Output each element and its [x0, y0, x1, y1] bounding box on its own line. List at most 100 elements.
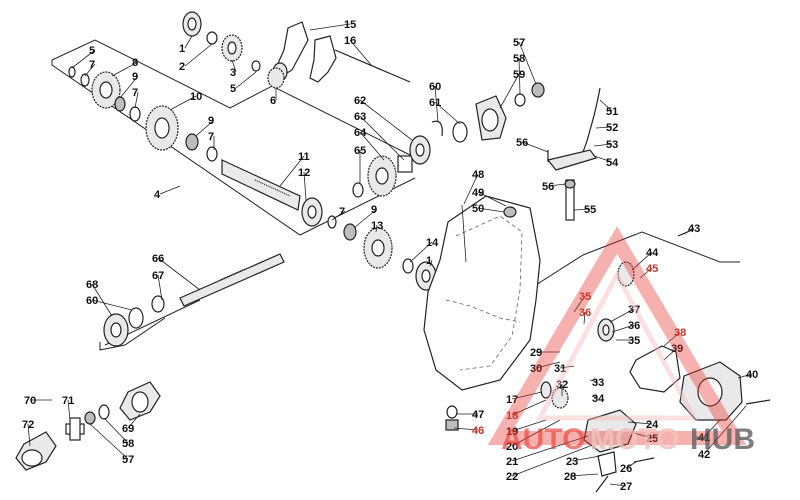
- leader-c9b: [195, 119, 215, 137]
- leader-c30: [535, 361, 561, 369]
- callout-c33: 33: [592, 377, 604, 389]
- callout-c66: 66: [152, 253, 164, 265]
- leader-c9a: [119, 75, 139, 99]
- leader-c66: [157, 257, 201, 291]
- callout-c8: 8: [132, 57, 138, 69]
- output-group-frame: [99, 317, 166, 351]
- cover-40: [679, 361, 743, 421]
- callout-c15: 15: [344, 19, 356, 31]
- leader-h18: [511, 399, 547, 416]
- washer-7-c: [206, 146, 218, 162]
- callout-c9b: 9: [208, 115, 214, 127]
- leader-h35a: [573, 295, 586, 313]
- callout-c65: 65: [354, 145, 366, 157]
- watermark-text-hub: HUB: [690, 423, 755, 456]
- callout-c51: 51: [606, 106, 618, 118]
- bolt-26: [633, 457, 655, 463]
- gear-group-frame-lower: [51, 60, 416, 236]
- callout-c29: 29: [530, 347, 542, 359]
- spacer-63: [397, 155, 413, 173]
- leader-c56a: [521, 141, 549, 153]
- callout-c58b: 58: [122, 438, 134, 450]
- callout-c20: 20: [506, 441, 518, 453]
- yoke-69: [119, 381, 161, 421]
- output-shaft-66: [179, 253, 285, 307]
- callout-c39: 39: [671, 343, 683, 355]
- leader-c1a: [184, 35, 193, 49]
- leader-c15: [309, 23, 351, 31]
- gear-10: [145, 105, 179, 151]
- leader-c67: [157, 274, 163, 301]
- pinion-gear-44: [617, 261, 635, 287]
- callout-c60b: 60: [86, 295, 98, 307]
- shift-rod-16: [334, 49, 411, 83]
- leader-c59: [499, 73, 520, 109]
- leader-c4: [159, 185, 181, 195]
- leader-c3: [231, 59, 237, 73]
- countershaft-11: [221, 159, 301, 211]
- leader-c57a: [518, 41, 537, 85]
- leader-c61: [434, 101, 461, 125]
- gear-8: [91, 71, 121, 109]
- callout-c31: 31: [554, 363, 566, 375]
- callout-c23: 23: [566, 456, 578, 468]
- leader-c7a: [84, 63, 96, 77]
- leader-h46: [453, 427, 479, 431]
- callout-c9a: 9: [132, 71, 138, 83]
- callout-c57a: 57: [513, 37, 525, 49]
- leader-c20: [511, 419, 561, 447]
- u-joint-cross-71: [65, 417, 85, 441]
- washer-58: [514, 93, 526, 107]
- callout-c54: 54: [606, 157, 619, 169]
- callout-c17: 17: [506, 394, 518, 406]
- vent-hose-48: [461, 204, 467, 263]
- leader-c8: [111, 61, 139, 77]
- leader-c31: [559, 365, 575, 369]
- callout-c6: 6: [270, 95, 276, 107]
- callout-c1b: 1: [426, 255, 432, 267]
- leader-c7b: [134, 91, 139, 109]
- gear-32: [551, 387, 569, 409]
- sensor-23: [595, 451, 617, 493]
- callout-c52: 52: [606, 122, 618, 134]
- leader-c25: [629, 431, 653, 439]
- callout-c36b: 36: [628, 320, 640, 332]
- seal-60-b: [128, 307, 144, 329]
- callout-c42: 42: [698, 449, 710, 461]
- callout-c24: 24: [646, 419, 659, 431]
- drain-plug-47: [445, 405, 459, 431]
- gear-6: [267, 67, 285, 89]
- leader-c7d: [331, 210, 346, 221]
- callout-c55: 55: [584, 204, 596, 216]
- bearing-1-top: [182, 11, 202, 37]
- leader-c72: [27, 423, 31, 447]
- callout-c12: 12: [298, 167, 310, 179]
- bolt-42: [745, 399, 771, 405]
- gasket-39: [629, 345, 681, 393]
- callout-c47: 47: [472, 409, 484, 421]
- callout-c21: 21: [506, 456, 518, 468]
- bearing-68: [103, 313, 129, 347]
- callout-c70: 70: [24, 395, 36, 407]
- leader-c36b: [611, 324, 635, 333]
- washer-2: [206, 31, 218, 45]
- leader-c62: [359, 99, 413, 141]
- leader-c24: [627, 421, 653, 425]
- watermark-text-auto: AUTO: [501, 423, 585, 456]
- leader-c42: [703, 405, 747, 455]
- leader-c12: [303, 171, 307, 201]
- callout-c35b: 35: [628, 335, 640, 347]
- callout-c10: 10: [190, 91, 202, 103]
- leader-c34: [591, 395, 599, 399]
- leader-c71: [67, 399, 71, 421]
- leader-h45: [639, 267, 653, 279]
- callout-c60a: 60: [429, 81, 441, 93]
- callout-c57b: 57: [122, 454, 134, 466]
- leader-c44: [631, 251, 653, 271]
- leader-c11: [279, 155, 305, 187]
- callout-c71: 71: [62, 395, 74, 407]
- leader-c48: [463, 173, 479, 205]
- leader-c57b: [89, 423, 129, 460]
- leader-c54: [593, 155, 613, 163]
